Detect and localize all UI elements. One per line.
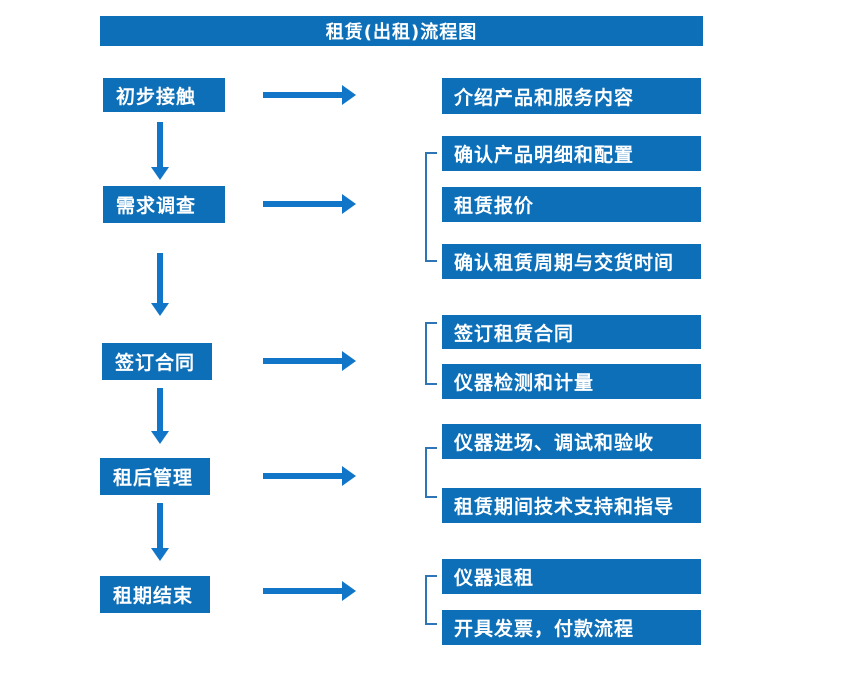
arrow-down-icon-3 [151,388,169,444]
detail-box-rental-quote: 租赁报价 [442,187,701,222]
group-bracket-rental-end [425,575,437,625]
detail-box-instrument-testing: 仪器检测和计量 [442,364,701,399]
detail-box-instrument-return: 仪器退租 [442,559,701,594]
detail-box-introduce-products: 介绍产品和服务内容 [442,78,701,114]
group-bracket-demand-survey [425,152,437,262]
detail-box-invoice-payment: 开具发票，付款流程 [442,610,701,645]
arrow-down-icon-4 [151,503,169,561]
stage-box-sign-contract: 签订合同 [102,343,212,380]
arrow-right-icon-1 [263,85,356,105]
arrow-down-icon-1 [151,122,169,180]
arrow-right-icon-5 [263,581,356,601]
detail-box-tech-support: 租赁期间技术支持和指导 [442,488,701,523]
arrow-down-icon-2 [151,253,169,316]
detail-box-confirm-period-delivery: 确认租赁周期与交货时间 [442,244,701,279]
arrow-right-icon-3 [263,351,356,371]
stage-box-rental-end: 租期结束 [100,576,210,613]
flowchart-title: 租赁(出租)流程图 [100,16,703,46]
stage-box-initial-contact: 初步接触 [103,78,225,112]
group-bracket-post-rental [425,447,437,498]
arrow-right-icon-4 [263,466,356,486]
stage-box-demand-survey: 需求调查 [103,186,225,223]
detail-box-instrument-setup: 仪器进场、调试和验收 [442,424,701,459]
group-bracket-sign-contract [425,322,437,385]
detail-box-sign-rental-contract: 签订租赁合同 [442,315,701,349]
stage-box-post-rental-management: 租后管理 [100,458,210,495]
arrow-right-icon-2 [263,194,356,214]
detail-box-confirm-product-config: 确认产品明细和配置 [442,136,701,171]
